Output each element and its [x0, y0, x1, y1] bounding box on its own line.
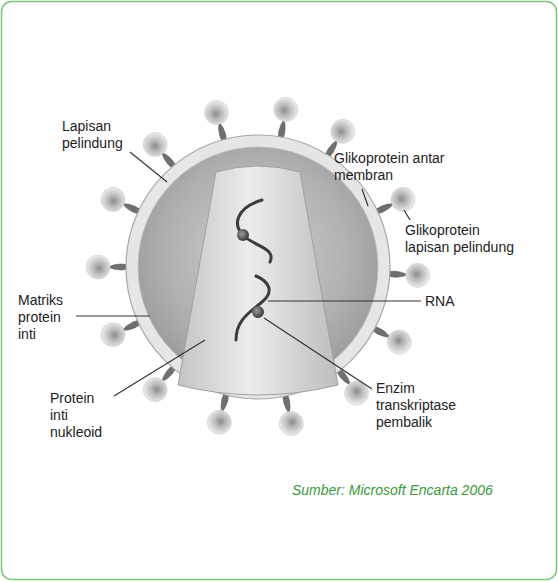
- spike-knob: [97, 319, 129, 351]
- spike-knob: [277, 409, 305, 437]
- enzyme-dot: [237, 229, 249, 241]
- source-caption: Sumber: Microsoft Encarta 2006: [292, 482, 493, 499]
- rna-strand: [236, 276, 269, 340]
- leader-line: [130, 152, 167, 182]
- spike-knob: [97, 183, 129, 215]
- spike-knob: [138, 128, 172, 162]
- leader-line: [362, 189, 368, 206]
- leader-line: [264, 318, 372, 389]
- part-label: Protein inti nukleoid: [50, 390, 116, 441]
- leader-line: [404, 210, 410, 220]
- spike-knob: [326, 115, 359, 148]
- leader-line: [268, 300, 421, 301]
- leader-lines: [76, 152, 421, 396]
- spike-knob: [86, 255, 110, 279]
- capsid-cone: [178, 166, 338, 395]
- part-label: Enzim transkriptase pembalik: [376, 380, 472, 431]
- spike-knob: [202, 98, 231, 127]
- spike-knob: [340, 376, 374, 410]
- spike-knob: [387, 183, 419, 215]
- part-label: Glikoprotein lapisan pelindung: [405, 222, 527, 256]
- part-label: RNA: [425, 293, 485, 310]
- leader-line: [114, 340, 205, 396]
- spike-knob: [405, 263, 430, 288]
- spike-knob: [383, 326, 415, 358]
- leader-line: [76, 315, 150, 316]
- part-label: Lapisan pelindung: [62, 118, 140, 152]
- rna-strand: [238, 200, 272, 262]
- spike-knob: [205, 408, 234, 437]
- spike-knob: [272, 96, 300, 124]
- part-label: Matriks protein inti: [18, 292, 78, 343]
- enzyme-dot: [252, 306, 264, 318]
- part-label: Glikoprotein antar membran: [334, 150, 484, 184]
